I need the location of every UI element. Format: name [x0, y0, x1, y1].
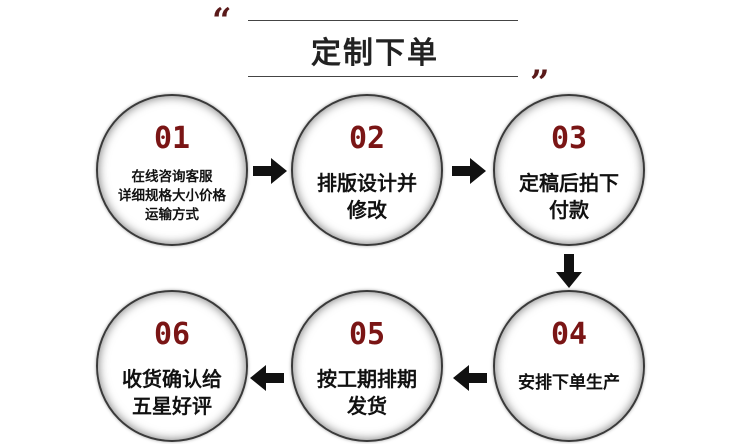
- step-circle-03: 03 定稿后拍下 付款: [493, 94, 645, 246]
- arrow-left-icon: [250, 365, 284, 391]
- arrow-right-icon: [253, 158, 287, 184]
- close-quote: ”: [530, 63, 550, 103]
- step-number: 03: [550, 121, 588, 156]
- step-label: 排版设计并 修改: [317, 171, 417, 222]
- step-number: 01: [153, 121, 191, 156]
- page-title: 定制下单: [311, 36, 439, 71]
- step-number: 04: [550, 317, 588, 352]
- step-label: 安排下单生产: [518, 373, 620, 393]
- step-circle-05: 05 按工期排期 发货: [291, 290, 443, 442]
- step-number: 06: [153, 317, 191, 352]
- header-top-rule: [248, 20, 518, 21]
- step-number: 05: [348, 317, 386, 352]
- step-label: 收货确认给 五星好评: [122, 367, 222, 418]
- open-quote: “: [212, 1, 232, 41]
- step-label: 按工期排期 发货: [317, 367, 417, 418]
- step-circle-04: 04 安排下单生产: [493, 290, 645, 442]
- step-label: 定稿后拍下 付款: [519, 171, 619, 222]
- step-circle-06: 06 收货确认给 五星好评: [96, 290, 248, 442]
- arrow-left-icon: [453, 365, 487, 391]
- step-label: 在线咨询客服 详细规格大小价格 运输方式: [118, 169, 226, 223]
- arrow-down-icon: [556, 254, 582, 288]
- arrow-right-icon: [452, 158, 486, 184]
- step-circle-02: 02 排版设计并 修改: [291, 94, 443, 246]
- header-bottom-rule: [248, 76, 518, 77]
- step-number: 02: [348, 121, 386, 156]
- step-circle-01: 01 在线咨询客服 详细规格大小价格 运输方式: [96, 94, 248, 246]
